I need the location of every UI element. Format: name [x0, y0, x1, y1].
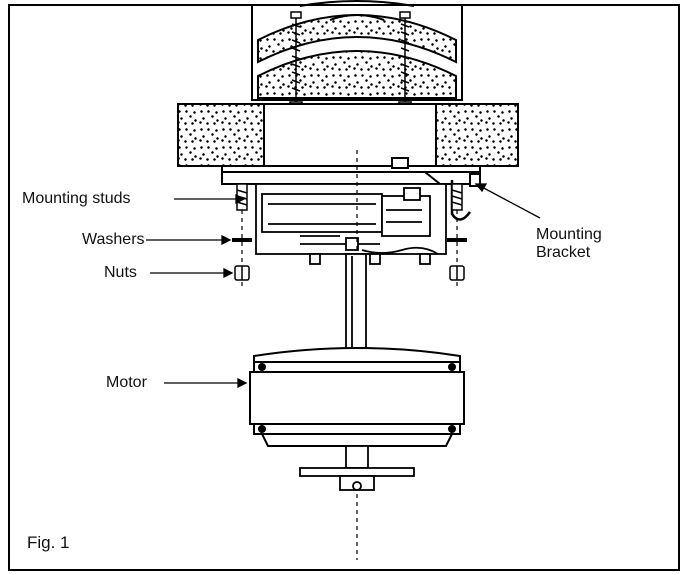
nuts — [234, 265, 465, 281]
label-mounting-bracket-line1: Mounting — [536, 226, 602, 243]
downrod — [339, 253, 373, 359]
ceiling-blocks — [177, 103, 519, 167]
washers — [232, 238, 467, 242]
label-mounting-bracket-line2: Bracket — [536, 244, 591, 261]
label-washers: Washers — [82, 231, 145, 248]
switch-housing — [255, 183, 447, 265]
label-nuts: Nuts — [104, 264, 137, 281]
mounting-stud-right — [451, 183, 463, 211]
motor-housing — [249, 347, 465, 447]
motor-shaft — [299, 445, 415, 491]
ceiling-outlet-box — [251, 0, 463, 101]
label-motor: Motor — [106, 374, 147, 391]
label-mounting-studs: Mounting studs — [22, 190, 131, 207]
figure-caption: Fig. 1 — [27, 533, 70, 552]
leader-lines — [146, 183, 541, 389]
wire-hook — [450, 180, 472, 221]
mounting-bracket — [221, 157, 481, 187]
